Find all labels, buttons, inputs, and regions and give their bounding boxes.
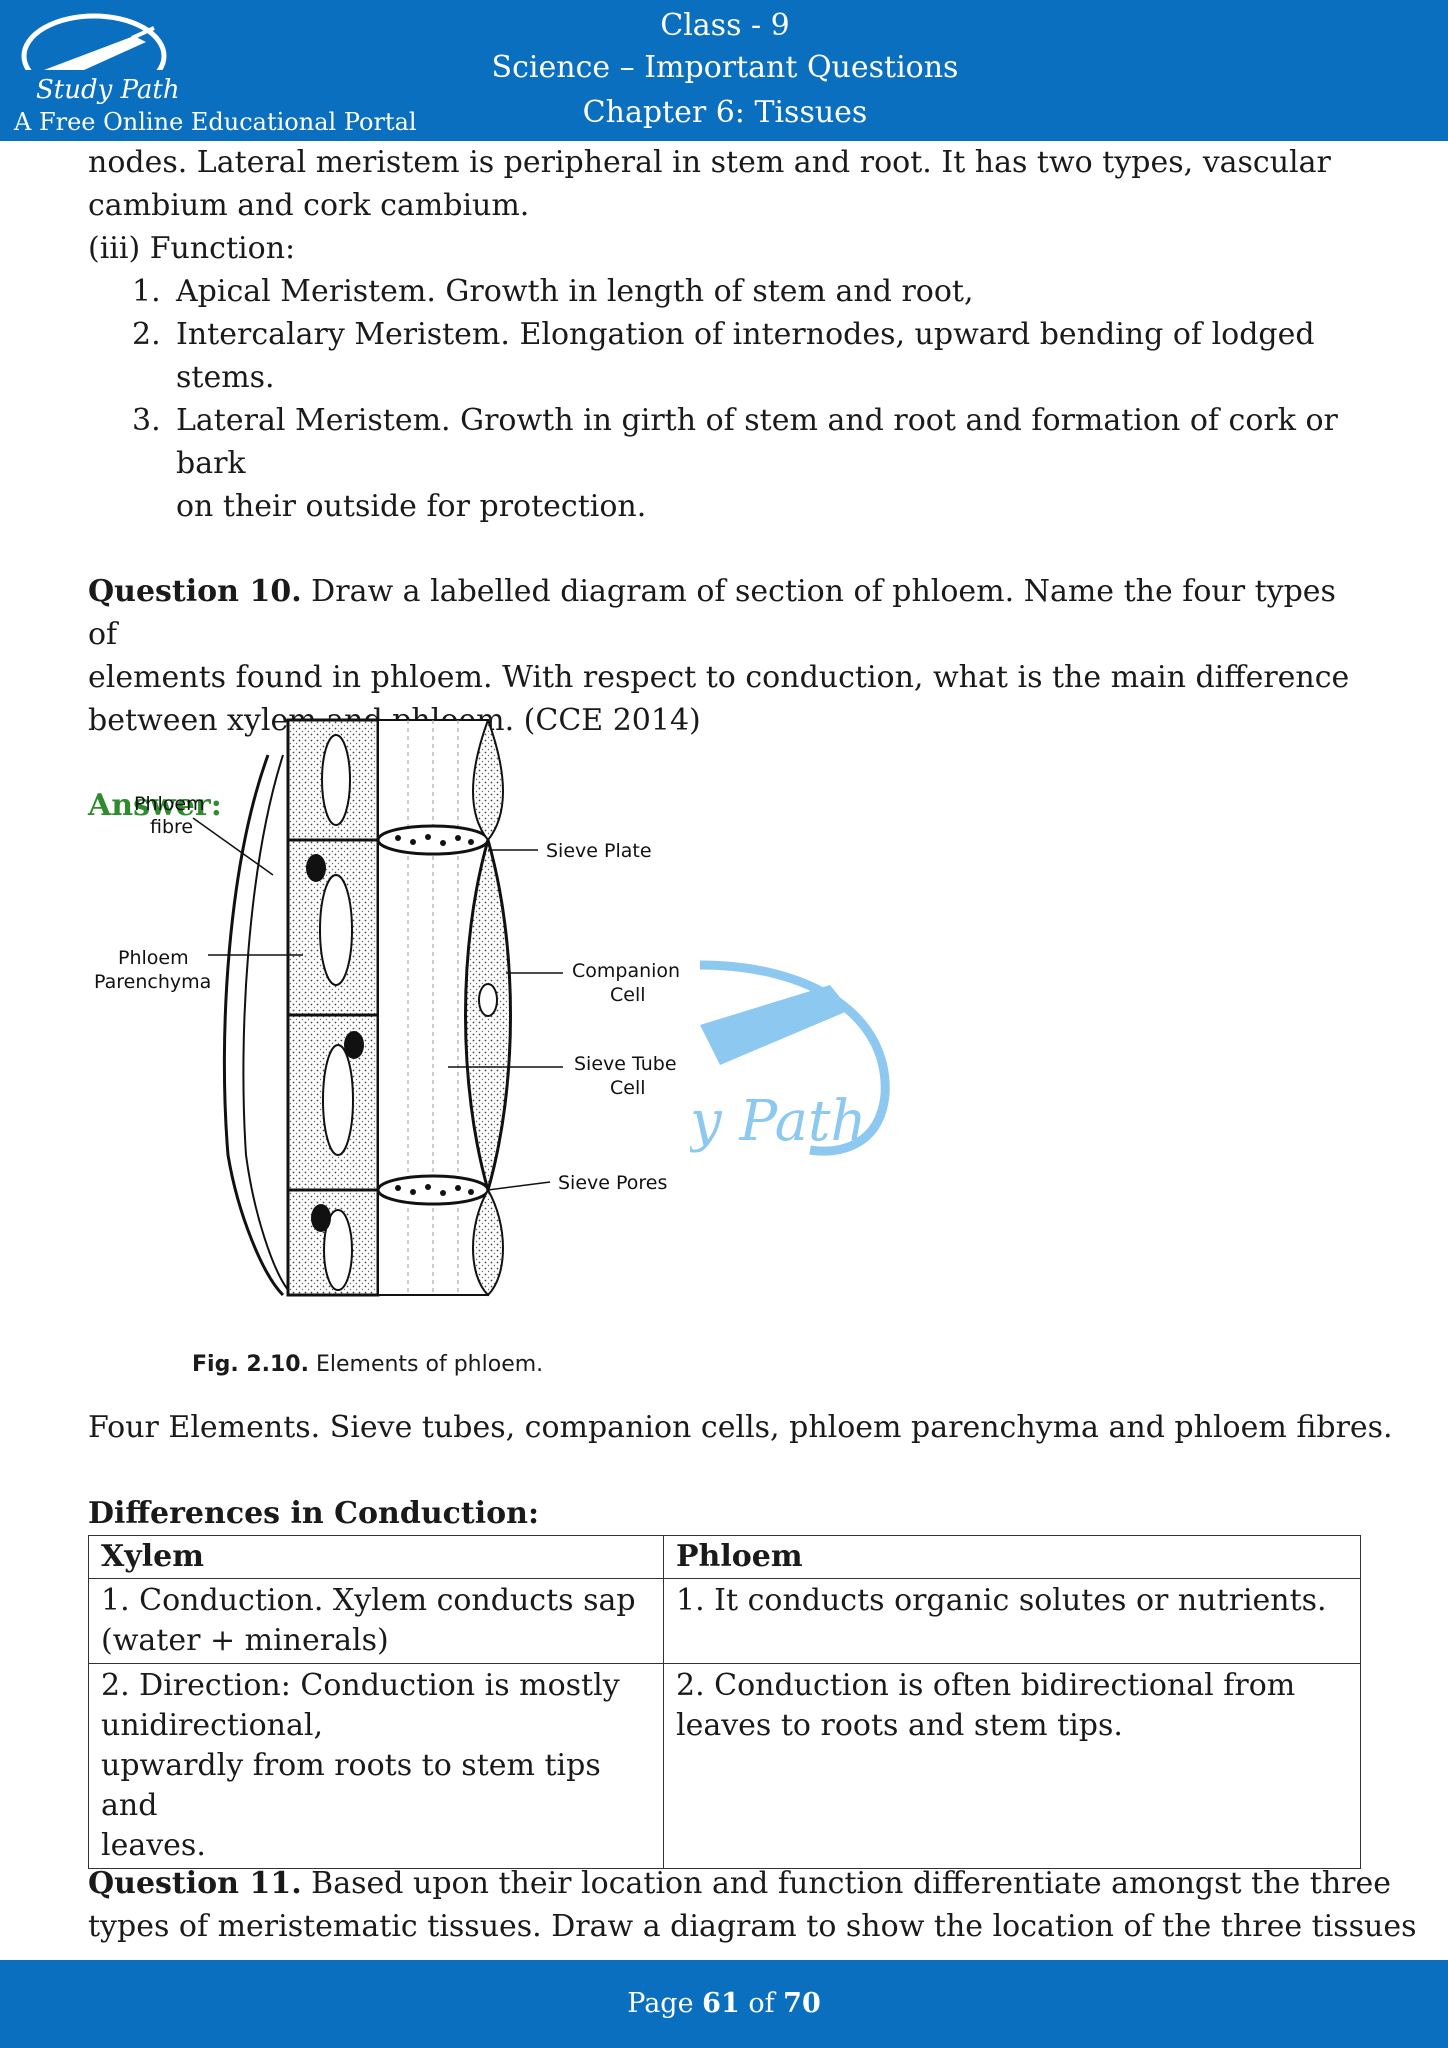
list-item: 1. Apical Meristem. Growth in length of …	[132, 274, 974, 309]
question-10: Question 10. Draw a labelled diagram of …	[88, 574, 1336, 652]
paragraph-line: cambium and cork cambium.	[88, 188, 530, 223]
differences-title: Differences in Conduction:	[88, 1496, 540, 1531]
column-header: Xylem	[88, 1535, 664, 1579]
table-cell: 1. Conduction. Xylem conducts sap (water…	[88, 1578, 664, 1664]
table-row: 1. Conduction. Xylem conducts sap (water…	[88, 1578, 1361, 1664]
four-elements-text: Four Elements. Sieve tubes, companion ce…	[88, 1410, 1393, 1445]
question-label: Question 10.	[88, 574, 302, 609]
function-label: (iii) Function:	[88, 231, 296, 266]
differences-table: Xylem Phloem 1. Conduction. Xylem conduc…	[88, 1535, 1361, 1869]
question-label: Question 11.	[88, 1866, 302, 1901]
phloem-parenchyma-label: Parenchyma	[94, 971, 211, 993]
table-header-row: Xylem Phloem	[88, 1535, 1361, 1579]
sieve-pores-label: Sieve Pores	[558, 1172, 667, 1194]
page-number: 61	[702, 1988, 740, 2019]
phloem-fibre-label: Phloem	[134, 793, 205, 815]
phloem-diagram: Phloem fibre Phloem Parenchyma Sieve Pla…	[94, 718, 680, 1297]
sieve-plate-label: Sieve Plate	[546, 840, 652, 862]
phloem-fibre-label: fibre	[150, 816, 193, 838]
phloem-parenchyma-label: Phloem	[118, 947, 189, 969]
companion-cell-label: Companion	[572, 960, 680, 982]
table-cell: 2. Direction: Conduction is mostly unidi…	[88, 1663, 664, 1869]
table-cell: 1. It conducts organic solutes or nutrie…	[663, 1578, 1361, 1664]
figure-caption: Fig. 2.10. Elements of phloem.	[192, 1352, 544, 1377]
table-row: 2. Direction: Conduction is mostly unidi…	[88, 1663, 1361, 1869]
list-item: 3. Lateral Meristem. Growth in girth of …	[132, 403, 1338, 524]
page-header: Study Path A Free Online Educational Por…	[0, 0, 1448, 141]
table-cell: 2. Conduction is often bidirectional fro…	[663, 1663, 1361, 1869]
paragraph-line: nodes. Lateral meristem is peripheral in…	[88, 145, 1331, 180]
class-heading: Class - 9	[660, 8, 790, 43]
question-11: Question 11. Based upon their location a…	[88, 1866, 1391, 1901]
list-item: 2. Intercalary Meristem. Elongation of i…	[132, 317, 1315, 395]
paragraph-line: types of meristematic tissues. Draw a di…	[88, 1909, 1417, 1944]
portal-tagline: A Free Online Educational Portal	[14, 108, 417, 136]
study-path-watermark: y Path	[690, 960, 890, 1156]
answer-label: Answer:	[88, 788, 222, 823]
column-header: Phloem	[663, 1535, 1361, 1579]
study-path-logo: Study Path	[21, 13, 180, 105]
chapter-heading: Chapter 6: Tissues	[582, 95, 868, 130]
watermark-text: y Path	[690, 1089, 867, 1154]
svg-text:Study Path: Study Path	[36, 75, 180, 105]
sieve-tube-label: Cell	[610, 1077, 646, 1099]
paragraph-line: elements found in phloem. With respect t…	[88, 660, 1350, 695]
companion-cell-label: Cell	[610, 984, 646, 1006]
sieve-tube-label: Sieve Tube	[574, 1053, 677, 1075]
page-content: nodes. Lateral meristem is peripheral in…	[88, 141, 1368, 827]
function-list: 1. Apical Meristem. Growth in length of …	[88, 270, 1368, 528]
page-footer: Page 61 of 70	[0, 1960, 1448, 2048]
page-total: 70	[783, 1988, 821, 2019]
subject-heading: Science – Important Questions	[491, 50, 959, 85]
